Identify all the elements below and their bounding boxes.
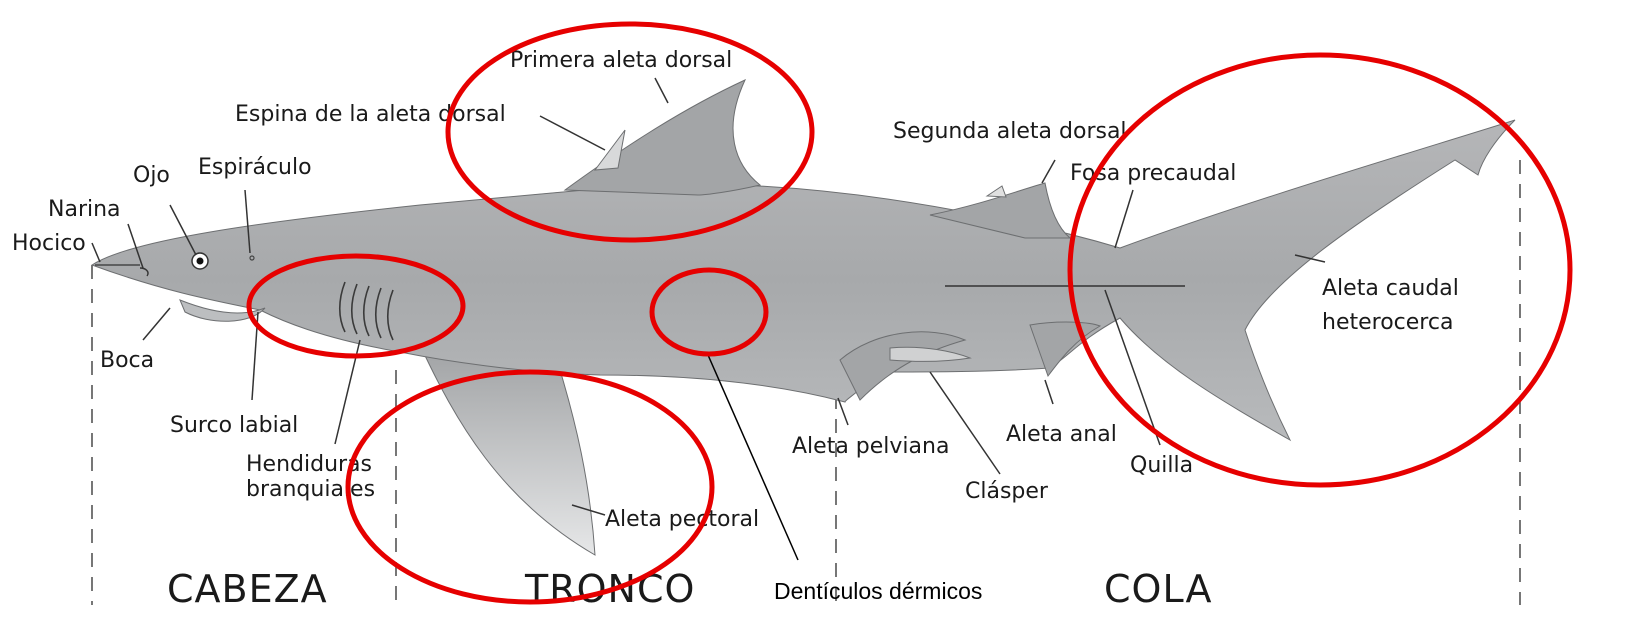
nostril xyxy=(139,267,149,277)
lower-jaw xyxy=(179,299,266,322)
second-dorsal-fin xyxy=(929,182,1072,239)
label-aleta-pelviana: Aleta pelviana xyxy=(792,434,949,459)
labels: Primera aleta dorsal Espina de la aleta … xyxy=(12,48,1459,532)
second-dorsal-spine xyxy=(985,185,1007,198)
highlight-caudal xyxy=(1067,52,1573,488)
annotation-denticulos: Dentículos dérmicos xyxy=(774,578,982,604)
highlight-gills xyxy=(246,253,466,359)
dorsal-spine xyxy=(593,129,626,171)
label-hocico: Hocico xyxy=(12,231,86,256)
eye-icon xyxy=(191,252,209,270)
label-quilla: Quilla xyxy=(1130,453,1193,478)
label-surco-labial: Surco labial xyxy=(170,413,298,438)
highlight-pectoral xyxy=(345,369,715,605)
first-dorsal-fin xyxy=(563,78,762,196)
label-espiraculo: Espiráculo xyxy=(198,155,312,180)
label-narina: Narina xyxy=(48,197,121,222)
label-ojo: Ojo xyxy=(133,163,170,188)
gill-slits xyxy=(338,281,394,341)
clasper xyxy=(889,346,972,362)
highlight-ellipses xyxy=(246,21,1573,605)
label-espina-aleta-dorsal: Espina de la aleta dorsal xyxy=(235,102,506,127)
region-cola: COLA xyxy=(1104,567,1212,611)
label-aleta-caudal-line1: Aleta caudal xyxy=(1322,276,1459,301)
label-clasper: Clásper xyxy=(965,479,1049,504)
highlight-denticles xyxy=(649,267,769,357)
spiracle xyxy=(249,255,255,261)
label-segunda-aleta-dorsal: Segunda aleta dorsal xyxy=(893,119,1127,144)
highlight-first-dorsal xyxy=(445,21,815,243)
pectoral-fin xyxy=(419,344,596,556)
label-primera-aleta-dorsal: Primera aleta dorsal xyxy=(510,48,732,73)
shark-body xyxy=(90,78,1516,556)
region-titles: CABEZA TRONCO COLA xyxy=(167,567,1212,611)
label-aleta-caudal-line2: heterocerca xyxy=(1322,310,1453,335)
region-cabeza: CABEZA xyxy=(167,567,328,611)
label-aleta-anal: Aleta anal xyxy=(1006,422,1117,447)
label-boca: Boca xyxy=(100,348,154,373)
label-hendiduras-line2: branquiales xyxy=(246,477,375,502)
label-aleta-pectoral: Aleta pectoral xyxy=(605,507,759,532)
